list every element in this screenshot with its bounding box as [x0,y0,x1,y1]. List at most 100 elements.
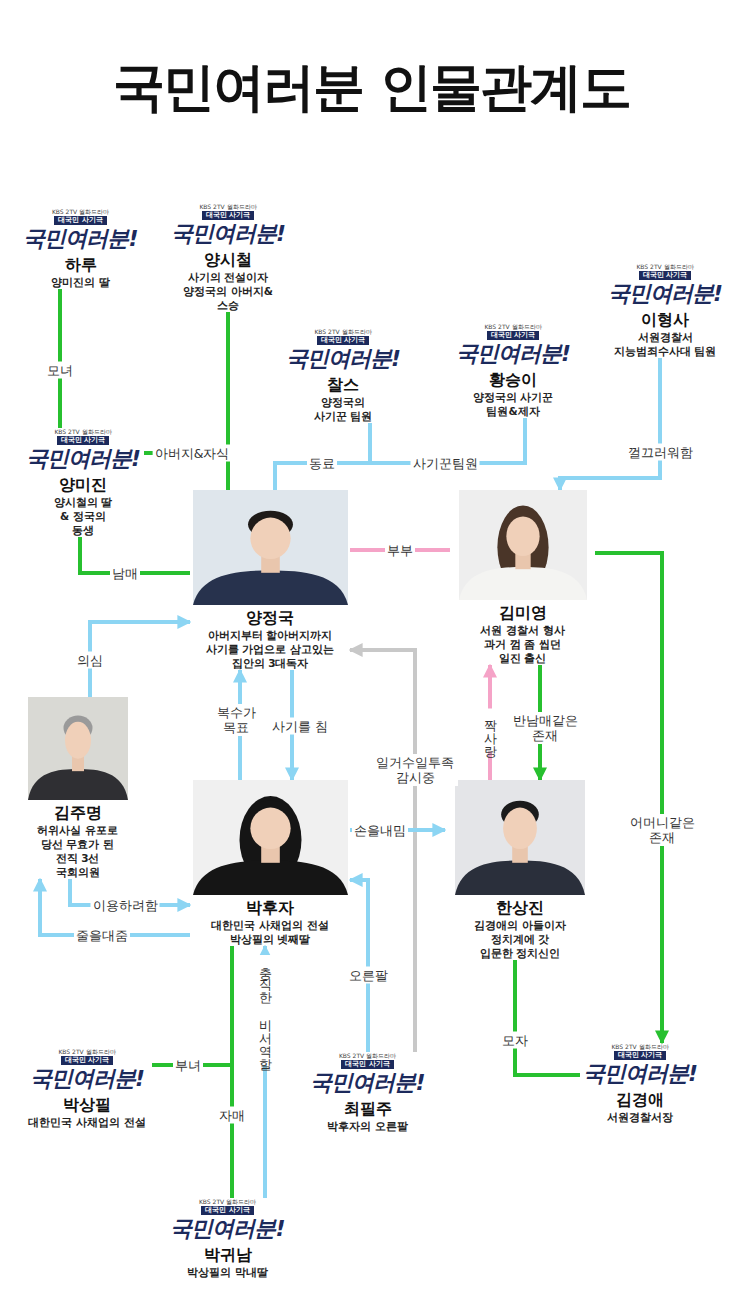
show-badge: KBS 2TV 월화드라마 [636,263,693,271]
show-tagline: 대국민 사기극 [54,216,106,225]
character-card: KBS 2TV 월화드라마대국민 사기극국민여러분! 하루양미진의 딸 [18,208,143,289]
face-shape [250,518,290,559]
show-tagline: 대국민 사기극 [487,331,539,340]
face-shape [250,808,290,849]
show-badge: KBS 2TV 월화드라마 [199,1198,256,1206]
portrait-photo [193,490,348,605]
show-logo: 국민여러분! [171,221,285,247]
character-description: 서원 경찰서 형사 과거 껌 좀 씹던 일진 출신 [480,623,565,665]
relation-label: 동료 [307,455,337,472]
character-card: KBS 2TV 월화드라마대국민 사기극국민여러분!찰스양정국의 사기꾼 팀원 [288,328,398,423]
character-card: KBS 2TV 월화드라마대국민 사기극국민여러분!최필주박후자의 오른팔 [305,1052,430,1133]
relation-connector [560,358,660,490]
face-shape [503,808,537,849]
relation-connector [595,553,662,1043]
show-tagline: 대국민 사기극 [202,211,254,220]
show-badge: KBS 2TV 월화드라마 [52,208,109,216]
relation-label: 자매 [217,1107,247,1124]
relation-label: 의심 [75,652,105,669]
character-name: 한상진 [496,898,544,918]
character-description: 아버지부터 할아버지까지 사기를 가업으로 삼고있는 집안의 3대독자 [205,628,335,670]
relation-label: 부부 [385,542,415,559]
show-tagline: 대국민 사기극 [57,436,109,445]
relation-label: 손을내밈 [352,822,408,839]
relation-connector [90,622,190,697]
relation-connector [515,960,580,1075]
character-name: 하루 [65,255,97,275]
character-description: 대한민국 사채업의 전설 [28,1115,145,1129]
character-name: 양미진 [59,475,107,495]
character-name: 박상필 [63,1095,111,1115]
relation-label: 충직한 비서역할 [257,955,274,1065]
show-badge: KBS 2TV 월화드라마 [199,203,256,211]
relation-label: 남매 [110,565,140,582]
character-card: KBS 2TV 월화드라마대국민 사기극국민여러분! 이형사서원경찰서 지능범죄수… [605,263,725,358]
character-description: 김경애의 아들이자 정치계에 갓 입문한 정치신인 [473,918,568,960]
portrait-photo [459,490,587,600]
character-description: 사기의 전설이자 양정국의 아버지&스승 [173,270,283,312]
character-description: 대한민국 사채업의 전설 박상필의 넷째딸 [210,918,330,946]
character-card: KBS 2TV 월화드라마대국민 사기극국민여러분!양미진양시철의 딸 & 정국… [22,428,144,537]
show-tagline: 대국민 사기극 [614,1051,666,1060]
relation-label: 사기꾼팀원 [411,455,480,472]
show-badge: KBS 2TV 월화드라마 [58,1048,115,1056]
relation-label: 줄을대줌 [74,927,130,944]
relation-label: 짝사랑 [482,709,499,752]
face-shape [65,722,91,759]
relation-connector [58,289,62,428]
relation-label: 부녀 [173,1057,203,1074]
body-shape [193,861,348,896]
body-shape [455,861,585,896]
relation-connector [226,312,230,490]
character-card: KBS 2TV 월화드라마대국민 사기극국민여러분!박상필대한민국 사채업의 전… [22,1048,152,1129]
chart-title: 국민여러분 인물관계도 [0,52,743,122]
photo-background [459,490,587,600]
photo-background [193,490,348,605]
relation-label: 복수가 목표 [212,704,260,736]
relation-label: 오른팔 [347,967,390,984]
character-description: 양미진의 딸 [51,275,110,289]
character-name: 이형사 [641,310,689,330]
body-shape [459,567,587,600]
relation-label: 아버지&자식 [153,445,232,462]
show-tagline: 대국민 사기극 [341,1060,393,1069]
character-photo-card: 한상진김경애의 아들이자 정치계에 갓 입문한 정치신인 [445,780,595,960]
show-logo: 국민여러분! [286,346,400,372]
character-photo-card: 김주명허위사실 유포로 당선 무효가 된 전직 3선 국회의원 [15,697,140,879]
character-photo-card: 김미영서원 경찰서 형사 과거 껌 좀 씹던 일진 출신 [450,490,595,665]
relation-label: 일거수일투족 감시중 [372,754,458,786]
show-tagline: 대국민 사기극 [317,336,369,345]
relation-connector [230,946,234,1198]
show-logo: 국민여러분! [23,226,137,252]
character-description: 서원경찰서 지능범죄수사대 팀원 [613,330,718,358]
show-tagline: 대국민 사기극 [61,1056,113,1065]
character-card: KBS 2TV 월화드라마대국민 사기극국민여러분!양시철사기의 전설이자 양정… [168,203,288,312]
photo-background [193,780,348,895]
character-name: 박후자 [246,898,294,918]
show-badge: KBS 2TV 월화드라마 [314,328,371,336]
character-name: 양정국 [246,608,294,628]
show-logo: 국민여러분! [608,281,722,307]
relation-label: 모자 [500,1032,530,1049]
character-description: 허위사실 유포로 당선 무효가 된 전직 3선 국회의원 [33,823,123,879]
relation-label: 어머니같은 존재 [626,814,698,846]
character-description: 양시철의 딸 & 정국의 동생 [48,495,118,537]
character-description: 박후자의 오른팔 [327,1119,408,1133]
portrait-photo [28,697,128,800]
character-card: KBS 2TV 월화드라마대국민 사기극국민여러분!황승이양정국의 사기꾼 팀원… [453,323,573,418]
show-logo: 국민여러분! [170,1216,284,1242]
show-logo: 국민여러분! [310,1070,424,1096]
show-badge: KBS 2TV 월화드라마 [339,1052,396,1060]
photo-background [28,697,128,800]
show-tagline: 대국민 사기극 [639,271,691,280]
relation-connector [144,312,228,453]
relation-connector [275,418,525,490]
character-description: 양정국의 사기꾼 팀원&제자 [463,390,563,418]
character-name: 김미영 [499,603,547,623]
character-name: 김주명 [54,803,102,823]
relation-connector [275,423,370,490]
show-logo: 국민여러분! [26,446,140,472]
character-name: 박귀남 [204,1245,252,1265]
body-shape [28,769,128,800]
